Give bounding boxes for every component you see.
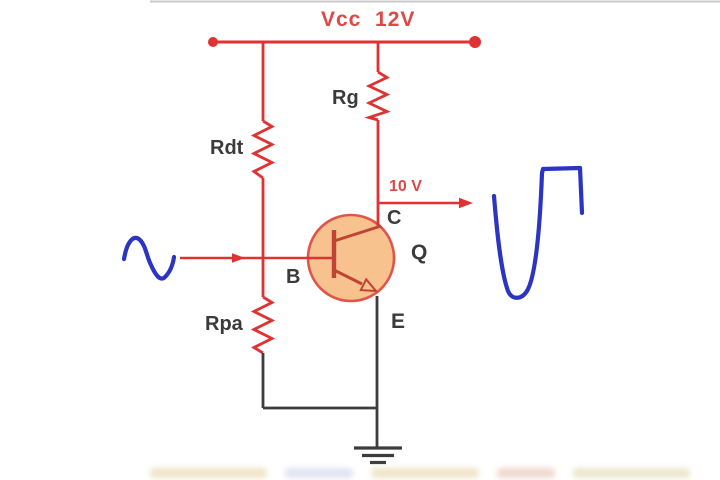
transistor-emitter-lead (333, 268, 363, 286)
transistor-symbol (331, 224, 382, 293)
base-terminal-label: B (286, 266, 301, 288)
emitter-arrow-icon (359, 277, 379, 293)
ground-icon (354, 446, 402, 465)
emitter-terminal-label: E (391, 310, 406, 333)
resistor-rdt-symbol (250, 119, 276, 180)
output-arrowhead-icon (459, 197, 473, 209)
bottom-watermark-artifact (150, 468, 690, 480)
transistor-designator-label: Q (411, 241, 428, 264)
output-waveform-icon (491, 165, 585, 300)
input-sine-icon (121, 235, 177, 281)
ground-wires (261, 296, 379, 447)
resistor-rg-label: Rg (332, 87, 359, 109)
resistor-rdt-label: Rdt (210, 137, 244, 159)
input-arrowhead-icon (232, 253, 245, 263)
rail-node-left (208, 37, 218, 47)
supply-voltage-label: Vcc 12V (321, 8, 416, 31)
resistor-rpa-label: Rpa (205, 313, 243, 335)
collector-terminal-label: C (387, 207, 402, 229)
input-line (180, 253, 333, 263)
resistor-rg-symbol (364, 70, 391, 122)
rail-node-right (469, 36, 481, 48)
power-rail (208, 36, 481, 48)
collector-branch-wires (364, 42, 391, 227)
bias-branch-wires (250, 42, 276, 355)
output-arrow (379, 197, 473, 209)
resistor-rpa-symbol (250, 295, 276, 355)
transistor-collector-lead (333, 224, 382, 243)
output-voltage-label: 10 V (389, 178, 422, 195)
